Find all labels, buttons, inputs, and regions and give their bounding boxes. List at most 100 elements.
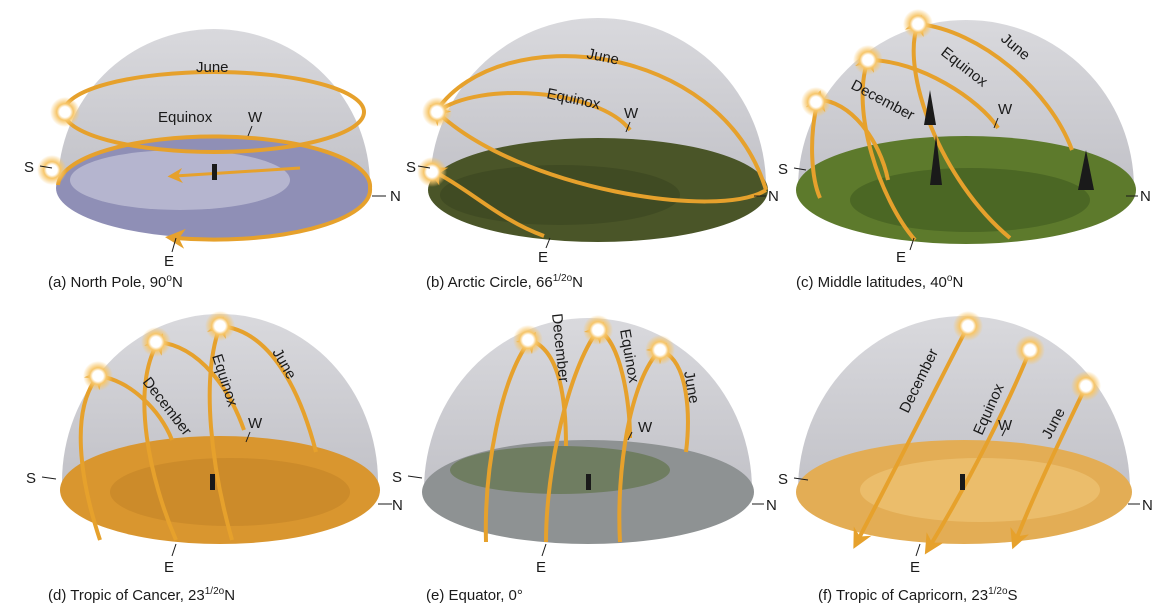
path-label-equinox: Equinox xyxy=(158,109,213,126)
sun-icon xyxy=(903,9,933,39)
sun-icon xyxy=(141,327,171,357)
sun-path-june xyxy=(917,22,1074,151)
tick-w xyxy=(993,117,999,129)
panel-caption: (c) Middle latitudes, 40oN xyxy=(796,273,963,291)
dir-east: E xyxy=(896,249,906,266)
sun-icon xyxy=(583,315,613,345)
tree-icon xyxy=(1078,150,1094,190)
path-label-june: June xyxy=(680,370,702,405)
panel-caption: (b) Arctic Circle, 661/2oN xyxy=(426,273,583,291)
sun-path-june-rise xyxy=(207,316,234,541)
tick-s xyxy=(407,475,423,479)
dir-west: W xyxy=(998,101,1013,118)
tick-e xyxy=(171,237,177,253)
person-icon xyxy=(586,474,591,490)
sun-path-december-rise xyxy=(78,368,105,541)
tree-icon xyxy=(924,90,936,125)
sun-icon xyxy=(422,97,452,127)
sun-icon xyxy=(83,361,113,391)
dir-west: W xyxy=(998,417,1013,434)
panel-middle-latitudes: June Equinox December S W N E (c) Middle… xyxy=(778,9,1151,291)
panel-tropic-of-capricorn: June Equinox December S W N E (f) Tropic… xyxy=(778,311,1153,604)
sun-icon xyxy=(37,155,67,185)
person-icon xyxy=(212,164,217,180)
sun-path-december xyxy=(853,325,970,549)
dir-south: S xyxy=(778,471,788,488)
dir-east: E xyxy=(164,559,174,576)
dir-north: N xyxy=(1142,497,1153,514)
panel-equator: June Equinox December S W N E (e) Equato… xyxy=(392,313,777,604)
dir-south: S xyxy=(406,159,416,176)
ground-texture xyxy=(450,446,670,494)
sun-icon xyxy=(1071,371,1101,401)
panel-caption: (e) Equator, 0° xyxy=(426,587,523,604)
tick-s xyxy=(39,165,53,169)
dir-east: E xyxy=(910,559,920,576)
sky-dome xyxy=(798,316,1130,490)
sun-path-equinox-rise xyxy=(544,321,604,543)
panel-caption: (d) Tropic of Cancer, 231/2oN xyxy=(48,586,235,604)
sun-path-equinox xyxy=(435,90,632,132)
sun-path-equinox-rise xyxy=(142,333,178,541)
path-label-june: June xyxy=(196,59,229,76)
tick-w xyxy=(245,431,251,443)
tick-s xyxy=(793,167,807,171)
sun-path-arrow-inner xyxy=(167,166,301,184)
sun-path-equinox-rise xyxy=(855,50,917,242)
dir-west: W xyxy=(248,415,263,432)
tick-w xyxy=(625,121,631,133)
sun-icon xyxy=(513,325,543,355)
panel-caption: (a) North Pole, 90oN xyxy=(48,273,183,291)
sun-path-june-rise xyxy=(617,342,668,543)
tick-s xyxy=(41,476,57,480)
ground-texture xyxy=(860,458,1100,522)
dir-west: W xyxy=(638,419,653,436)
sun-path-june xyxy=(219,324,318,453)
ground-texture xyxy=(850,168,1090,232)
dir-west: W xyxy=(248,109,263,126)
sun-icon xyxy=(205,311,235,341)
person-icon xyxy=(210,474,215,490)
tick-w xyxy=(1001,427,1007,437)
tick-w xyxy=(627,431,633,441)
sun-icon xyxy=(645,335,675,365)
dir-south: S xyxy=(24,159,34,176)
path-label-june: June xyxy=(585,45,620,68)
dir-north: N xyxy=(392,497,403,514)
sun-path-equinox-lower xyxy=(426,167,545,238)
person-icon xyxy=(960,474,965,490)
tick-e xyxy=(915,543,921,557)
dir-east: E xyxy=(536,559,546,576)
dir-north: N xyxy=(390,188,401,205)
sun-icon xyxy=(953,311,983,341)
sky-dome xyxy=(62,314,378,482)
sun-icon xyxy=(853,45,883,75)
sun-icon xyxy=(50,97,80,127)
dir-east: E xyxy=(164,253,174,270)
dir-north: N xyxy=(1140,188,1151,205)
ground-texture xyxy=(440,165,680,225)
tick-e xyxy=(909,237,915,251)
sun-icon xyxy=(801,87,831,117)
sun-path-equinox xyxy=(157,340,246,431)
dir-south: S xyxy=(392,469,402,486)
sun-icon xyxy=(417,157,447,187)
tick-s xyxy=(417,165,431,169)
dir-south: S xyxy=(778,161,788,178)
tick-e xyxy=(545,237,551,249)
sun-path-december-rise xyxy=(483,331,536,543)
ground-texture xyxy=(110,458,350,526)
dir-east: E xyxy=(538,249,548,266)
tick-w xyxy=(247,125,253,137)
tick-s xyxy=(793,477,809,481)
sun-icon xyxy=(1015,335,1045,365)
panel-caption: (f) Tropic of Capricorn, 231/2oS xyxy=(818,586,1018,604)
dir-north: N xyxy=(768,188,779,205)
ground-texture xyxy=(70,150,290,210)
sun-path-equinox xyxy=(867,58,1000,130)
sun-path-june-rise xyxy=(905,14,1012,240)
sun-path-june-lower xyxy=(429,105,768,204)
sun-path-june xyxy=(435,54,768,191)
